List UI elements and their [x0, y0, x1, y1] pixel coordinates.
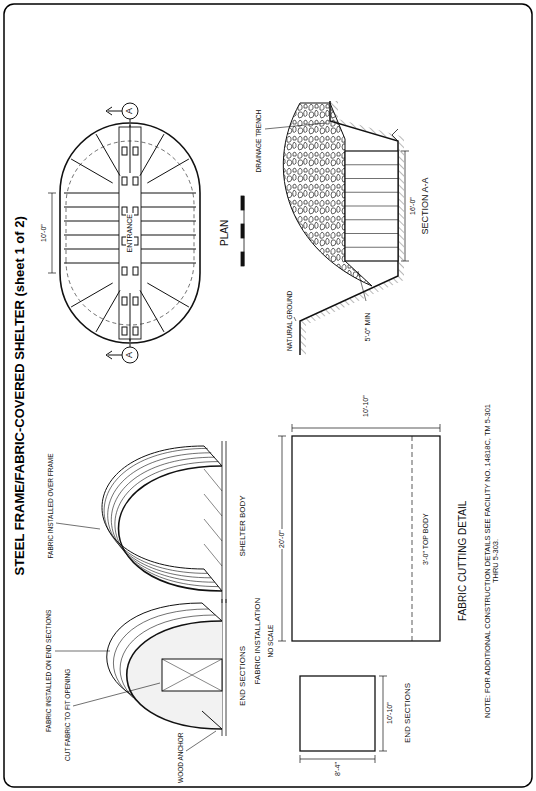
- entrance-label: ENTRANCE: [126, 213, 134, 254]
- callout-label: WOOD ANCHOR: [177, 731, 184, 784]
- view-title: FABRIC INSTALLATION: [254, 597, 263, 686]
- dimension: 10'-0": [40, 223, 48, 243]
- fabric-cutting-detail: [278, 424, 440, 763]
- plan-view: [48, 103, 244, 363]
- dimension: 10'-10": [362, 394, 370, 418]
- view-title: END SECTIONS: [239, 645, 248, 707]
- callout-label: NATURAL GROUND: [286, 290, 293, 352]
- dimension: 16'-0": [409, 196, 417, 216]
- shelter-body-illustration: [56, 441, 226, 603]
- dimension: 10'-10": [386, 701, 394, 725]
- dimension: 20'-0": [278, 529, 286, 549]
- dimension: 5'-0" MIN: [364, 312, 372, 343]
- view-title: PLAN: [219, 219, 230, 247]
- view-title: SHELTER BODY: [239, 494, 248, 557]
- section-marker: A: [125, 107, 135, 115]
- view-title: FABRIC CUTTING DETAIL: [457, 500, 468, 622]
- view-title: END SECTIONS: [404, 682, 413, 744]
- scale-note: NO SCALE: [267, 624, 274, 659]
- view-title: SECTION A-A: [421, 176, 431, 235]
- callout-label: FABRIC INSTALLED ON END SECTIONS: [45, 609, 52, 733]
- section-marker: A: [125, 351, 135, 359]
- callout-label: CUT FABRIC TO FIT OPENING: [64, 668, 71, 762]
- callout-label: FABRIC INSTALLED OVER FRAME: [47, 453, 54, 560]
- end-section-illustration: [55, 599, 226, 751]
- section-view: [265, 101, 409, 355]
- sheet-note: NOTE: FOR ADDITIONAL CONSTRUCTION DETAIL…: [484, 395, 501, 727]
- sheet-title: STEEL FRAME/FABRIC-COVERED SHELTER (shee…: [12, 216, 27, 575]
- sheet-border: [4, 4, 532, 787]
- dimension: 8'-4": [334, 761, 342, 777]
- callout-label: DRAINAGE TRENCH: [255, 109, 262, 174]
- dimension: 3'-0" TOP BODY: [422, 512, 430, 566]
